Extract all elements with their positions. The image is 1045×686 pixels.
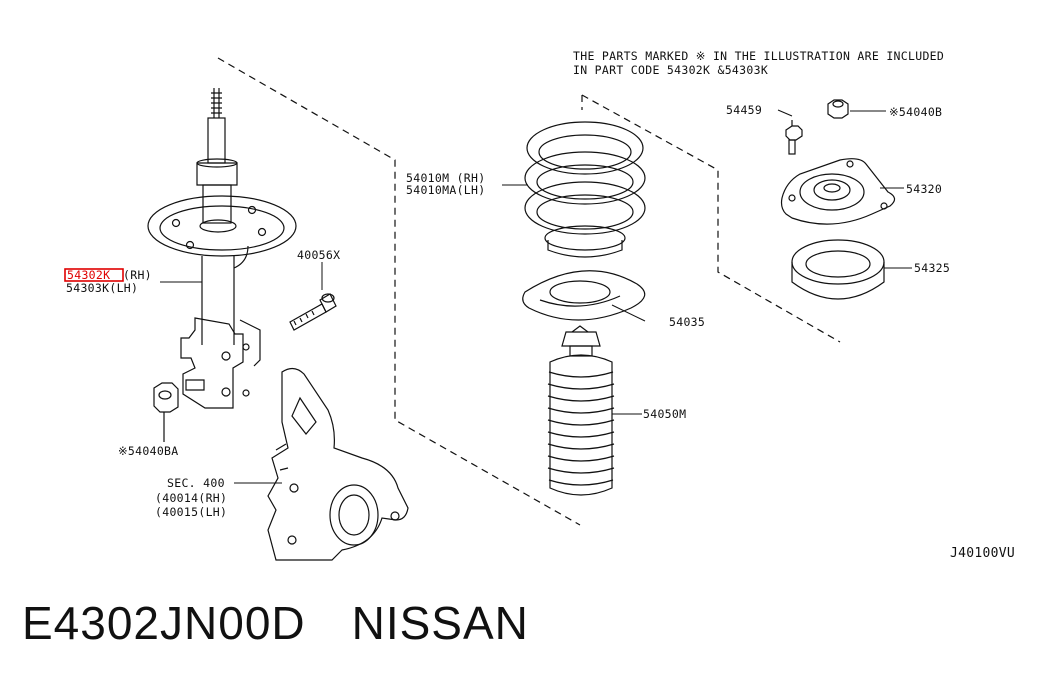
label-seat-54035[interactable]: 54035 (669, 315, 705, 329)
spring-seat-54035 (522, 270, 646, 321)
highlight-box (64, 268, 124, 282)
label-bolt-54459[interactable]: 54459 (726, 103, 762, 117)
strut-assembly (147, 88, 297, 409)
bearing-54325 (791, 239, 885, 300)
label-boot-54050m[interactable]: 54050M (643, 407, 686, 421)
label-nut-54040b[interactable]: ※54040B (889, 105, 942, 119)
note-line-1: THE PARTS MARKED ※ IN THE ILLUSTRATION A… (573, 49, 944, 63)
coil-spring (524, 121, 646, 258)
dashed-outline-mount (581, 94, 841, 343)
label-bearing-54325[interactable]: 54325 (914, 261, 950, 275)
bolt-54459 (785, 120, 803, 155)
footer-caption: E4302JN00D NISSAN (22, 596, 529, 650)
label-strut-lh[interactable]: 54303K(LH) (66, 281, 138, 295)
bolt-40056x (289, 293, 337, 331)
label-spring-lh[interactable]: 54010MA(LH) (406, 183, 485, 197)
nut-54040ba (153, 382, 179, 442)
label-strut-rh[interactable]: 54302K (67, 268, 110, 282)
nut-54040b (827, 99, 849, 119)
note-line-2: IN PART CODE 54302K &54303K (573, 63, 768, 77)
boot-54050m (547, 325, 615, 496)
label-bolt-40056x[interactable]: 40056X (297, 248, 340, 262)
drawing-code: J40100VU (950, 546, 1015, 561)
label-mount-54320[interactable]: 54320 (906, 182, 942, 196)
label-knuckle-sec[interactable]: SEC. 400 (167, 476, 225, 490)
part-number: E4302JN00D (22, 597, 306, 649)
steering-knuckle (267, 367, 409, 561)
dashed-outline-strut (217, 57, 581, 526)
label-spring-rh[interactable]: 54010M (RH) (406, 171, 485, 185)
brand-name: NISSAN (351, 597, 529, 649)
label-nut-54040ba[interactable]: ※54040BA (118, 444, 179, 458)
strut-mount-54320 (780, 158, 896, 225)
label-strut-rh-suffix: (RH) (123, 268, 152, 282)
label-knuckle-rh: (40014(RH) (155, 491, 227, 505)
leader-lines (160, 109, 912, 484)
label-knuckle-lh: (40015(LH) (155, 505, 227, 519)
